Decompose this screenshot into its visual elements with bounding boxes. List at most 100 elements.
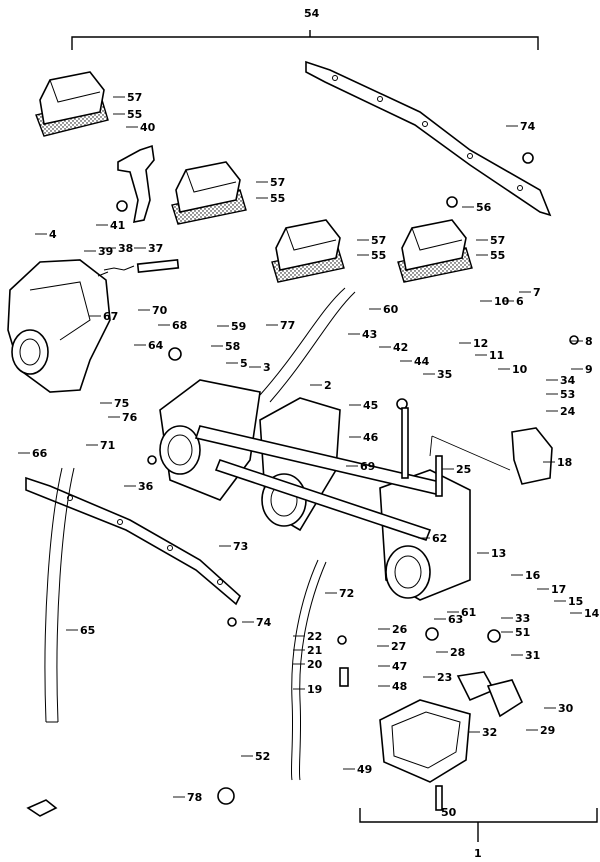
float-bowl [379,699,471,783]
arrow-icon [26,799,58,817]
part-label-13: 13 [491,547,506,560]
part-label-59: 59 [231,320,246,333]
assembly-top-label: 54 [304,7,320,20]
part-label-10: 10 [494,295,510,308]
part-label-66: 66 [32,447,48,460]
part-label-5: 5 [240,357,248,370]
part-label-58: 58 [225,340,240,353]
part-label-24: 24 [560,405,576,418]
part-label-35: 35 [437,368,452,381]
part-label-51: 51 [515,626,530,639]
part-label-46: 46 [363,431,379,444]
part-label-49: 49 [357,763,372,776]
part-label-14: 14 [584,607,600,620]
part-label-57: 57 [490,234,505,247]
part-label-71: 71 [100,439,115,452]
part-label-55: 55 [127,108,142,121]
part-label-74: 74 [520,120,536,133]
part-label-60: 60 [383,303,399,316]
part-label-61: 61 [461,606,476,619]
top-cover-set-2 [171,161,247,225]
vent-hose-77 [259,287,356,403]
assembly-bracket-bottom: 1 50 [359,806,598,860]
fasteners [147,152,579,811]
part-label-6: 6 [516,295,524,308]
part-label-20: 20 [307,658,323,671]
part-label-8: 8 [585,335,593,348]
part-label-67: 67 [103,310,118,323]
part-label-10: 10 [512,363,528,376]
part-label-55: 55 [490,249,505,262]
part-label-62: 62 [432,532,447,545]
subassembly-label: 50 [441,806,457,819]
part-label-47: 47 [392,660,407,673]
part-label-78: 78 [187,791,202,804]
part-label-18: 18 [557,456,572,469]
part-label-65: 65 [80,624,95,637]
part-label-64: 64 [148,339,164,352]
diaphragm-cover [429,427,553,485]
part-label-44: 44 [414,355,430,368]
part-label-33: 33 [515,612,530,625]
part-label-34: 34 [560,374,576,387]
part-label-56: 56 [476,201,492,214]
part-label-28: 28 [450,646,465,659]
part-label-45: 45 [363,399,378,412]
part-label-68: 68 [172,319,187,332]
part-label-75: 75 [114,397,129,410]
part-label-55: 55 [371,249,386,262]
part-label-31: 31 [525,649,540,662]
part-label-22: 22 [307,630,322,643]
part-label-74: 74 [256,616,272,629]
part-label-70: 70 [152,304,168,317]
lower-bracket-strip [25,476,241,606]
part-label-2: 2 [324,379,332,392]
assembly-bracket-top: 54 [71,7,539,50]
top-cover-set-4 [397,219,473,283]
part-label-43: 43 [362,328,377,341]
part-label-27: 27 [391,640,406,653]
part-label-57: 57 [270,176,285,189]
upper-bracket-strip [305,60,552,217]
part-label-7: 7 [533,286,541,299]
part-label-29: 29 [540,724,555,737]
part-label-53: 53 [560,388,575,401]
part-label-52: 52 [255,750,270,763]
part-label-77: 77 [280,319,295,332]
part-label-40: 40 [140,121,156,134]
part-label-25: 25 [456,463,471,476]
part-label-36: 36 [138,480,154,493]
float [456,671,524,718]
part-label-23: 23 [437,671,452,684]
throttle-bracket [116,144,155,224]
part-label-42: 42 [393,341,408,354]
part-label-69: 69 [360,460,375,473]
top-cover-set-3 [271,219,345,283]
part-label-48: 48 [392,680,407,693]
part-label-41: 41 [110,219,125,232]
part-label-39: 39 [98,245,113,258]
carburetor-body-left [7,259,111,393]
part-label-15: 15 [568,595,583,608]
fuel-hose-65 [44,467,75,723]
part-label-76: 76 [122,411,138,424]
part-label-17: 17 [551,583,566,596]
part-label-11: 11 [489,349,504,362]
part-label-63: 63 [448,613,463,626]
part-label-72: 72 [339,587,354,600]
top-cover-set-1 [35,71,109,137]
part-label-4: 4 [49,228,57,241]
assembly-bottom-label: 1 [474,847,482,860]
part-label-3: 3 [263,361,271,374]
part-label-9: 9 [585,363,593,376]
part-label-57: 57 [127,91,142,104]
part-label-12: 12 [473,337,488,350]
drain-hose-52 [290,559,327,781]
part-label-26: 26 [392,623,408,636]
part-label-21: 21 [307,644,322,657]
adjuster-screw [97,259,180,277]
part-label-32: 32 [482,726,497,739]
part-label-19: 19 [307,683,322,696]
